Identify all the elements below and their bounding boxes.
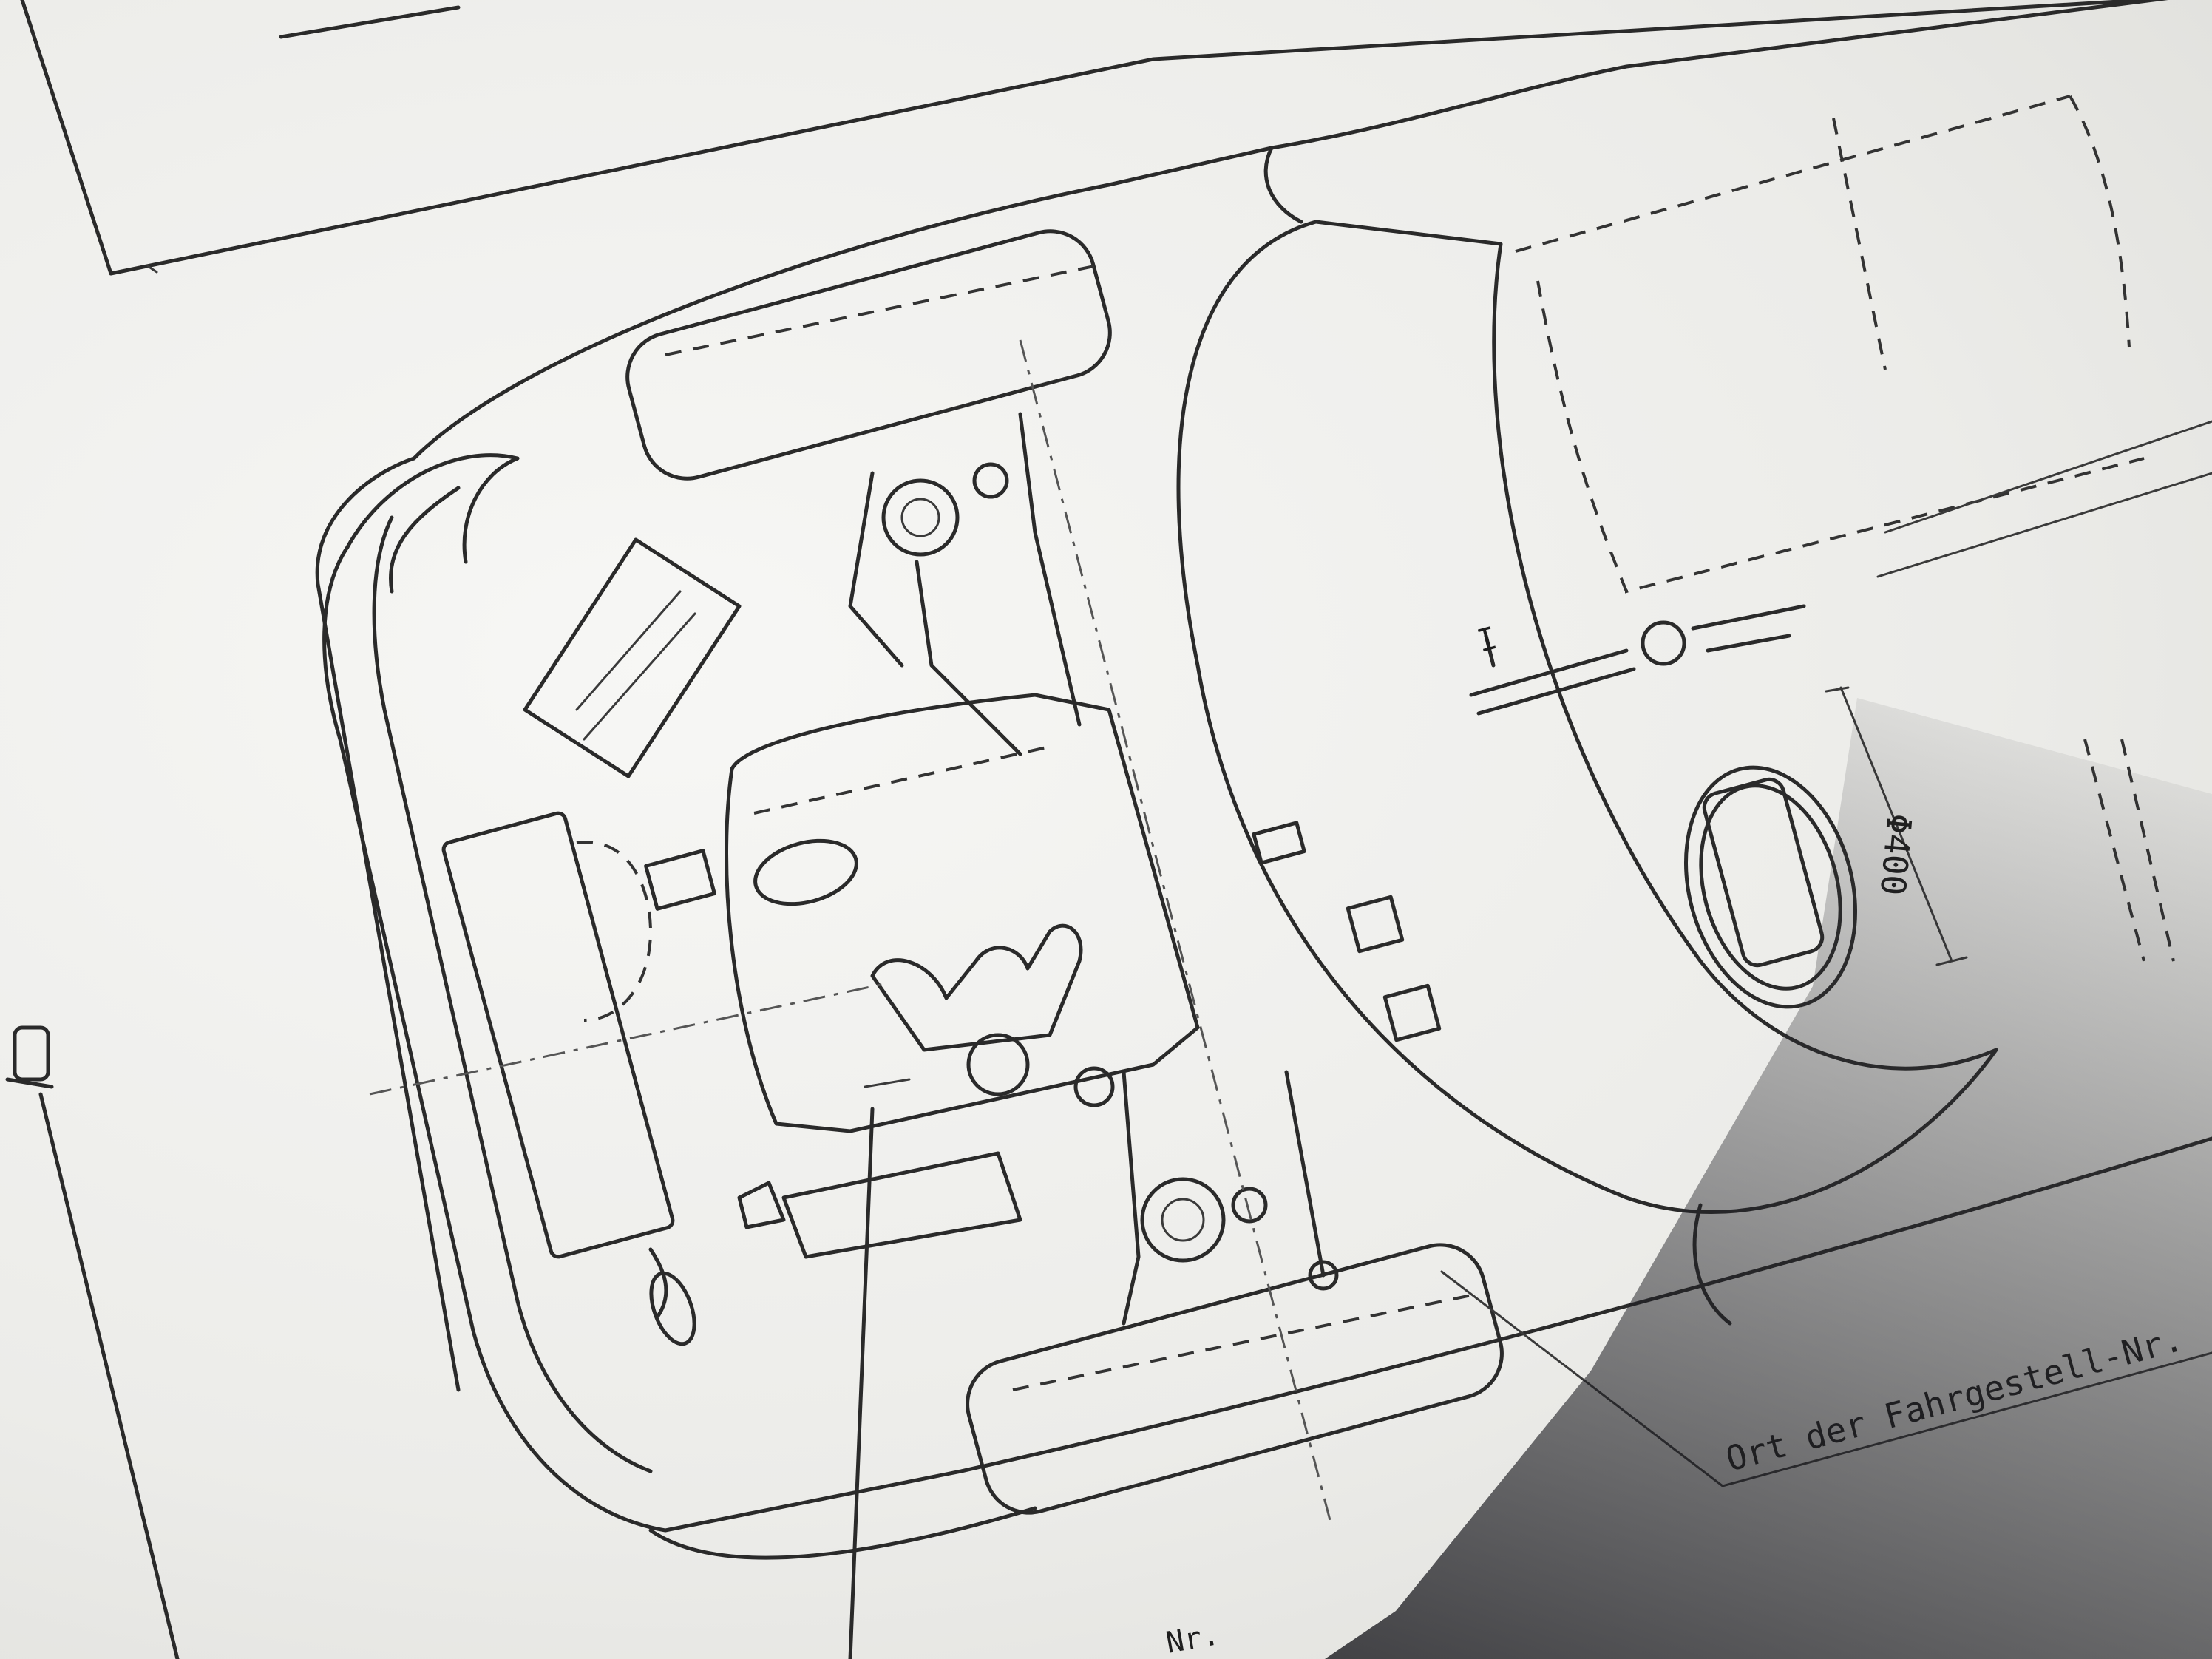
left-margin-detail xyxy=(5,1025,180,1659)
title-block-border xyxy=(20,0,2146,276)
partial-nr-label: Nr. xyxy=(1164,1618,1222,1659)
engine-block xyxy=(725,693,1200,1133)
cabin-floor xyxy=(1176,95,2212,1215)
spare-wheel-well: Φ400 xyxy=(1683,686,1968,1009)
front-wheel-top xyxy=(625,229,1112,481)
centre-lines xyxy=(369,339,1332,1524)
front-bumper xyxy=(315,456,520,1392)
exhaust-pipe xyxy=(648,1078,1022,1659)
diameter-label: Φ400 xyxy=(1873,812,1919,897)
suspension-top xyxy=(848,412,1082,756)
front-wheel-bottom xyxy=(966,1243,1504,1515)
radiator xyxy=(441,811,716,1259)
car-body-outline xyxy=(322,0,2212,1560)
suspension-bottom xyxy=(1122,1070,1339,1326)
marker-i-label: I xyxy=(1473,620,1501,659)
chassis-leader: Ort der Fahrgestell-Nr. xyxy=(1440,1270,2212,1487)
chassis-location-label: Ort der Fahrgestell-Nr. xyxy=(1722,1319,2187,1479)
drive-shaft: I xyxy=(1469,604,1806,716)
label-plate xyxy=(523,537,742,778)
